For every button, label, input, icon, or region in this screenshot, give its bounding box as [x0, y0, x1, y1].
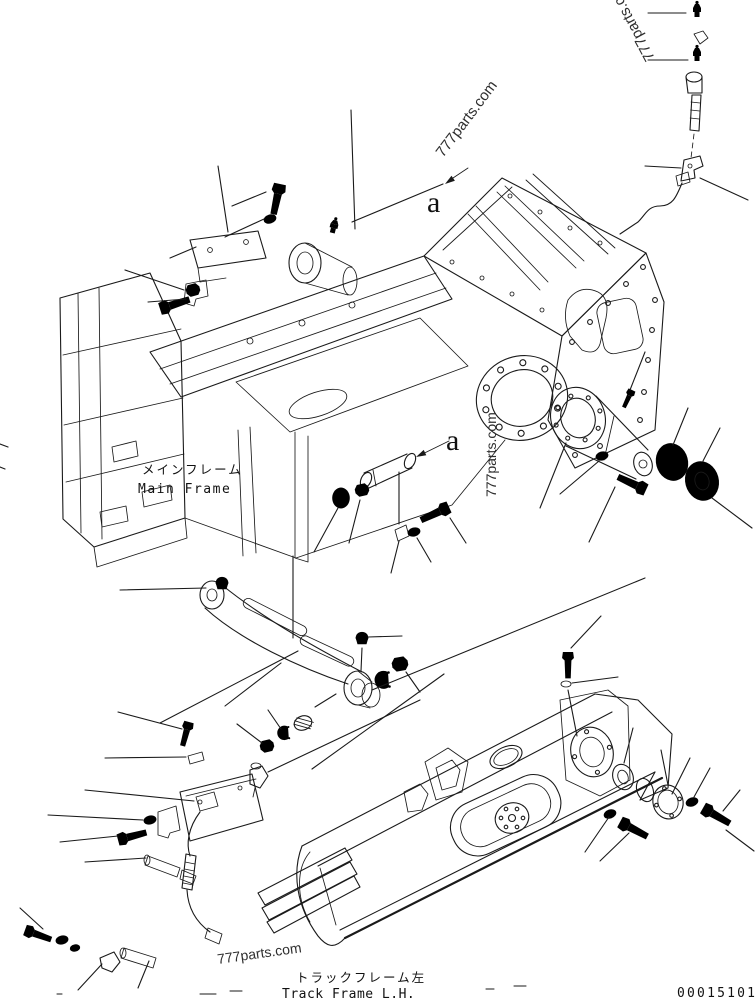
pin-parts — [332, 452, 452, 541]
bolt-icon — [699, 801, 734, 830]
bolt-icon — [417, 500, 452, 527]
watermark-bottom-left: 777parts.com — [216, 939, 302, 967]
washer-icon — [54, 934, 70, 946]
track-frame-label-jp: トラックフレーム左 — [296, 970, 426, 985]
view-label-a-top: a — [427, 186, 440, 219]
washer-icon — [69, 943, 81, 953]
grease-fitting-icon — [328, 216, 341, 234]
rear-cover-parts — [602, 761, 734, 843]
bolt-icon — [22, 924, 54, 946]
main-frame-label-jp: メインフレーム — [142, 462, 243, 477]
nut-icon — [258, 738, 276, 754]
hose-parts-top-right — [620, 0, 708, 234]
bolt-icon — [614, 470, 649, 497]
main-frame-label-en: Main Frame — [138, 482, 231, 497]
bushing-icon — [332, 487, 350, 509]
leader-lines — [0, 13, 754, 994]
nut-icon — [390, 655, 410, 673]
watermark-top-right: 777parts.com — [601, 0, 659, 64]
plug-icon — [215, 576, 229, 590]
plug-icon — [355, 631, 369, 645]
washer-icon — [602, 807, 618, 821]
track-frame-drawing — [258, 652, 672, 945]
washer-icon — [142, 814, 158, 826]
washer-icon — [684, 795, 700, 809]
bolt-icon — [177, 720, 195, 748]
bolt-icon — [562, 652, 574, 679]
hose-parts-bottom-left — [22, 713, 315, 972]
equalizer-brace-drawing — [200, 576, 410, 708]
bolt-icon — [116, 825, 149, 847]
grease-fitting-icon — [693, 44, 701, 61]
snap-ring-icon — [277, 725, 291, 741]
watermark-right: 777parts.com — [483, 412, 499, 497]
drawing-number: 00015101 — [677, 986, 756, 1001]
view-arrow-icon — [416, 449, 427, 457]
view-arrow-icon — [445, 175, 455, 184]
bolt-icon — [616, 815, 651, 843]
track-frame-label-en: Track Frame L.H. — [282, 987, 415, 1001]
nut-icon — [353, 482, 371, 498]
watermark-upper: 777parts.com — [433, 78, 501, 161]
nut-icon — [184, 282, 202, 298]
view-label-a-middle: a — [446, 424, 459, 457]
grease-fitting-icon — [693, 0, 701, 17]
bolt-icon — [266, 182, 287, 216]
main-frame-drawing — [60, 174, 664, 567]
bolt-icon — [619, 388, 636, 410]
pivot-shaft-parts — [543, 380, 724, 505]
callout-a-middle — [416, 441, 449, 457]
callout-a-top — [445, 168, 468, 184]
